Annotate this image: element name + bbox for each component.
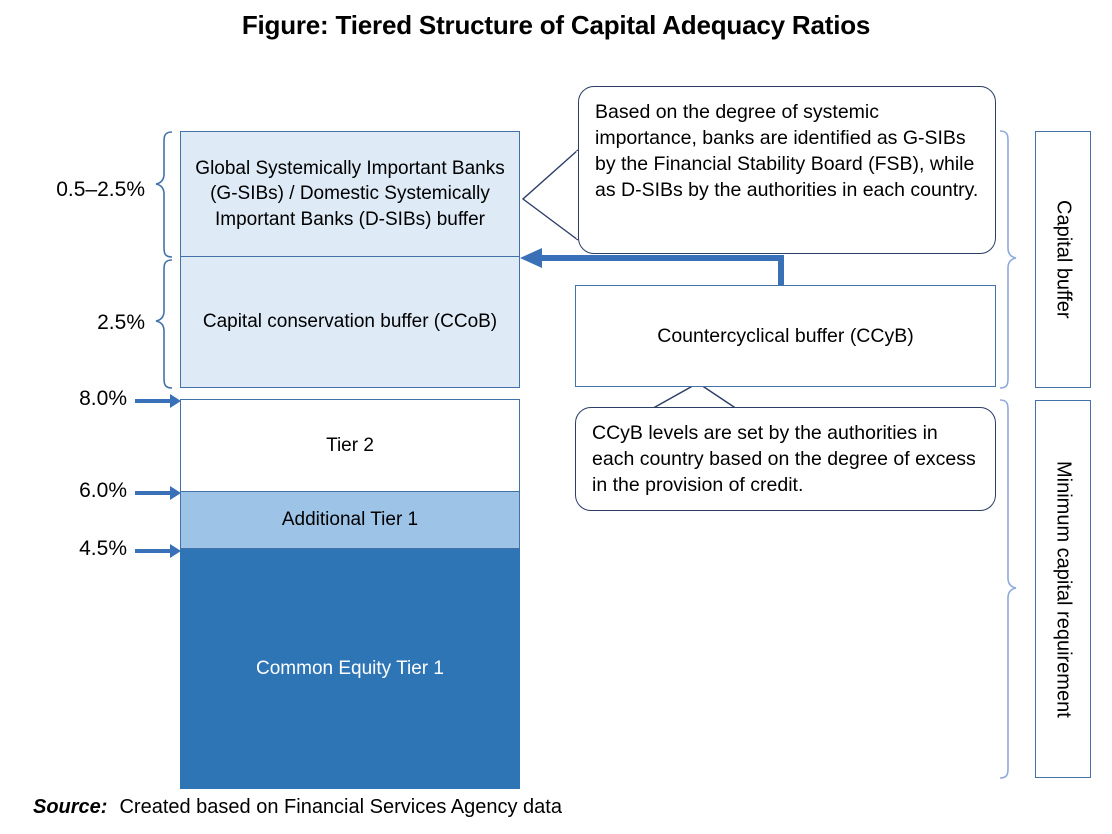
brace-ccob xyxy=(155,259,173,389)
group-label-minimum-capital-requirement-text: Minimum capital requirement xyxy=(1052,460,1075,718)
group-label-capital-buffer-text: Capital buffer xyxy=(1052,200,1075,319)
axis-arrow-4-5-percent xyxy=(135,544,181,558)
bar-segment-common-equity-tier-1[interactable]: Common Equity Tier 1 xyxy=(180,549,520,789)
brace-minimum-capital-requirement xyxy=(999,399,1017,779)
bar-segment-capital-conservation-buffer[interactable]: Capital conservation buffer (CCoB) xyxy=(180,257,520,388)
callout-gsib-note-text: Based on the degree of systemic importan… xyxy=(595,101,979,202)
bar-segment-tier2-label: Tier 2 xyxy=(326,434,374,456)
bar-segment-ccob-label: Capital conservation buffer (CCoB) xyxy=(202,311,498,333)
axis-label-ccob: 2.5% xyxy=(97,311,145,334)
bar-segment-additional-tier-1[interactable]: Additional Tier 1 xyxy=(180,492,520,549)
callout-ccyb-note-text: CCyB levels are set by the authorities i… xyxy=(592,422,976,497)
source-text: Created based on Financial Services Agen… xyxy=(119,796,562,818)
axis-label-4-5-percent: 4.5% xyxy=(79,537,127,560)
source-line: Source: Created based on Financial Servic… xyxy=(33,796,562,819)
group-label-minimum-capital-requirement[interactable]: Minimum capital requirement xyxy=(1035,400,1091,778)
brace-gsib xyxy=(155,131,173,258)
axis-arrow-8-percent xyxy=(135,394,181,408)
brace-capital-buffer xyxy=(999,130,1017,389)
page-title: Figure: Tiered Structure of Capital Adeq… xyxy=(241,10,871,40)
bar-segment-gsib-label: Global Systemically Important Banks (G-S… xyxy=(195,158,505,230)
axis-label-6-percent: 6.0% xyxy=(79,479,127,502)
axis-label-gsib-range: 0.5–2.5% xyxy=(56,178,145,201)
source-label: Source: xyxy=(33,796,108,818)
axis-arrow-6-percent xyxy=(135,486,181,500)
group-label-capital-buffer[interactable]: Capital buffer xyxy=(1035,131,1091,388)
bar-segment-gsib-dsib-buffer[interactable]: Global Systemically Important Banks (G-S… xyxy=(180,131,520,257)
axis-label-8-percent: 8.0% xyxy=(79,387,127,410)
callout-ccyb-note[interactable]: CCyB levels are set by the authorities i… xyxy=(575,407,996,511)
callout-gsib-note[interactable]: Based on the degree of systemic importan… xyxy=(578,86,996,254)
box-countercyclical-buffer[interactable]: Countercyclical buffer (CCyB) xyxy=(575,285,996,387)
bar-segment-tier-2[interactable]: Tier 2 xyxy=(180,399,520,492)
ccyb-connector-arrowhead xyxy=(520,248,542,268)
bar-segment-cet1-label: Common Equity Tier 1 xyxy=(256,658,444,680)
callout-pointer-gsib-note xyxy=(521,149,579,241)
bar-segment-at1-label: Additional Tier 1 xyxy=(281,509,419,531)
box-ccyb-label: Countercyclical buffer (CCyB) xyxy=(657,324,914,347)
